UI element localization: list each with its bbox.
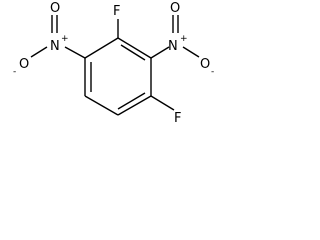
- charge-oxygen-left-bottom: -: [13, 67, 16, 77]
- atom-oxygen-right-bottom: O: [200, 57, 210, 72]
- bond-c-n-left: [64, 46, 86, 59]
- bond-c-n-right: [150, 46, 170, 59]
- molecule-structure: F F N + O O - N + O O -: [13, 1, 214, 126]
- ring-bond: [84, 37, 119, 59]
- atom-oxygen-left-top: O: [50, 1, 60, 16]
- ring-double-bond: [117, 92, 146, 110]
- ring-bond: [117, 95, 152, 116]
- atom-nitrogen-right: N: [168, 39, 178, 54]
- charge-oxygen-right-bottom: -: [211, 67, 214, 77]
- atom-oxygen-left-bottom: O: [19, 57, 29, 72]
- ring-bond: [84, 95, 119, 116]
- bond-c-f-bottom: [150, 95, 175, 111]
- atom-fluorine-bottom: F: [174, 111, 181, 126]
- atom-oxygen-right-top: O: [170, 1, 180, 16]
- benzene-ring: [84, 37, 152, 116]
- atom-fluorine-top: F: [113, 4, 120, 19]
- charge-nitrogen-left: +: [61, 34, 69, 44]
- ring-bond: [117, 37, 152, 59]
- bond-n-o-left-single: [30, 46, 48, 58]
- atom-nitrogen-left: N: [50, 39, 60, 54]
- charge-nitrogen-right: +: [180, 34, 188, 44]
- ring-double-bond: [120, 44, 146, 61]
- bond-n-o-right-single: [182, 46, 200, 58]
